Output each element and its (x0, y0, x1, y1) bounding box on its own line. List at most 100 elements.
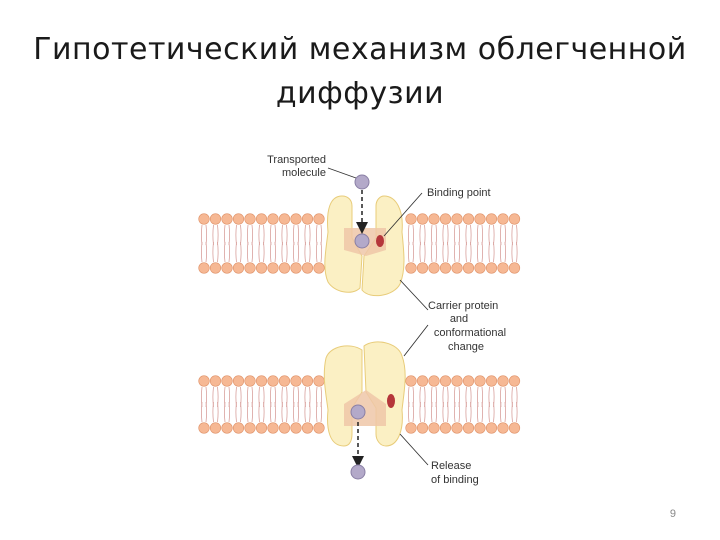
lipid-tail (240, 401, 242, 423)
released-molecule-icon (350, 464, 366, 480)
lipid-tail (454, 241, 456, 263)
lipid-tail (212, 401, 214, 423)
molecule-entering (354, 174, 370, 234)
lipid-tail (316, 401, 318, 423)
phospholipid-head (198, 262, 210, 274)
phospholipid-head (244, 213, 256, 225)
lipid-tail (465, 401, 467, 423)
lipid-tail (309, 401, 311, 423)
phospholipid-head (232, 375, 245, 387)
phospholipid-head (198, 375, 210, 387)
phospholipid-head (474, 262, 486, 274)
phospholipid-head (244, 375, 256, 387)
phospholipid-head (209, 375, 222, 387)
phospholipid-head (278, 375, 291, 387)
lipid-tail (281, 241, 283, 263)
lipid-tail (235, 401, 237, 423)
phospholipid-head (416, 213, 429, 225)
lipid-tail (500, 241, 502, 263)
lipid-tail (217, 241, 219, 263)
phospholipid-head (232, 422, 245, 434)
phospholipid-head (278, 213, 291, 225)
phospholipid-head (232, 262, 245, 274)
phospholipid-head (313, 213, 325, 225)
lipid-tail (286, 241, 288, 263)
title-line-2: диффузии (275, 76, 445, 111)
lipid-tail (408, 241, 410, 263)
phospholipid-head (290, 422, 302, 434)
phospholipid-head (508, 422, 521, 434)
phospholipid-head (209, 422, 222, 434)
lipid-tail (304, 241, 306, 263)
lipid-tail (293, 401, 295, 423)
phospholipid-head (485, 213, 498, 225)
phospholipid-head (301, 213, 314, 225)
lipid-tail (516, 241, 518, 263)
diagram-labels: Transported molecule Binding point Carri… (267, 154, 506, 486)
lipid-tail (281, 401, 283, 423)
phospholipid-head (301, 375, 314, 387)
phospholipid-head (451, 213, 463, 225)
phospholipid-head (221, 422, 233, 434)
phospholipid-head (439, 262, 452, 274)
membrane-top-heads (198, 213, 521, 274)
lipid-tail (201, 401, 203, 423)
phospholipid-head (278, 422, 291, 434)
phospholipid-head (313, 422, 325, 434)
lipid-tail (412, 401, 414, 423)
phospholipid-head (255, 213, 268, 225)
phospholipid-head (405, 213, 417, 225)
lipid-tail (274, 401, 276, 423)
lipid-tail (493, 241, 495, 263)
lipid-tail (408, 401, 410, 423)
leader-lines (327, 167, 429, 466)
phospholipid-head (313, 375, 325, 387)
lipid-tail (240, 241, 242, 263)
phospholipid-head (244, 262, 256, 274)
lipid-tail (504, 401, 506, 423)
slide-title: Гипотетический механизм облегченной дифф… (0, 28, 720, 116)
label-transported-molecule-2: molecule (282, 167, 326, 179)
phospholipid-head (290, 213, 302, 225)
lipid-tail (258, 401, 260, 423)
carrier-protein-open-outside (324, 195, 405, 297)
molecule-exiting (350, 422, 366, 480)
phospholipid-head (497, 375, 509, 387)
lipid-tail (481, 241, 483, 263)
lipid-tail (500, 401, 502, 423)
phospholipid-head (485, 422, 498, 434)
phospholipid-head (428, 262, 440, 274)
phospholipid-head (485, 262, 498, 274)
phospholipid-head (232, 213, 245, 225)
lipid-tail (201, 241, 203, 263)
lipid-tail (465, 241, 467, 263)
lipid-tail (205, 401, 207, 423)
phospholipid-head (209, 213, 222, 225)
phospholipid-head (439, 422, 452, 434)
phospholipid-head (244, 422, 256, 434)
lipid-tail (454, 401, 456, 423)
phospholipid-head (405, 422, 417, 434)
phospholipid-head (198, 422, 210, 434)
lipid-tail (470, 241, 472, 263)
phospholipid-head (416, 375, 429, 387)
binding-point-icon (376, 235, 384, 247)
label-release-1: Release (431, 460, 471, 472)
lipid-tail (412, 241, 414, 263)
lipid-tail (205, 241, 207, 263)
lipid-tail (442, 401, 444, 423)
lipid-tail (212, 241, 214, 263)
phospholipid-head (451, 422, 463, 434)
label-carrier-2: and (450, 313, 468, 325)
phospholipid-head (255, 262, 268, 274)
lipid-tail (217, 401, 219, 423)
phospholipid-head (221, 375, 233, 387)
phospholipid-head (497, 213, 509, 225)
lipid-tail (293, 241, 295, 263)
lipid-tail (258, 241, 260, 263)
phospholipid-head (462, 422, 475, 434)
phospholipid-head (301, 262, 314, 274)
lipid-tail (481, 401, 483, 423)
lipid-tail (286, 401, 288, 423)
